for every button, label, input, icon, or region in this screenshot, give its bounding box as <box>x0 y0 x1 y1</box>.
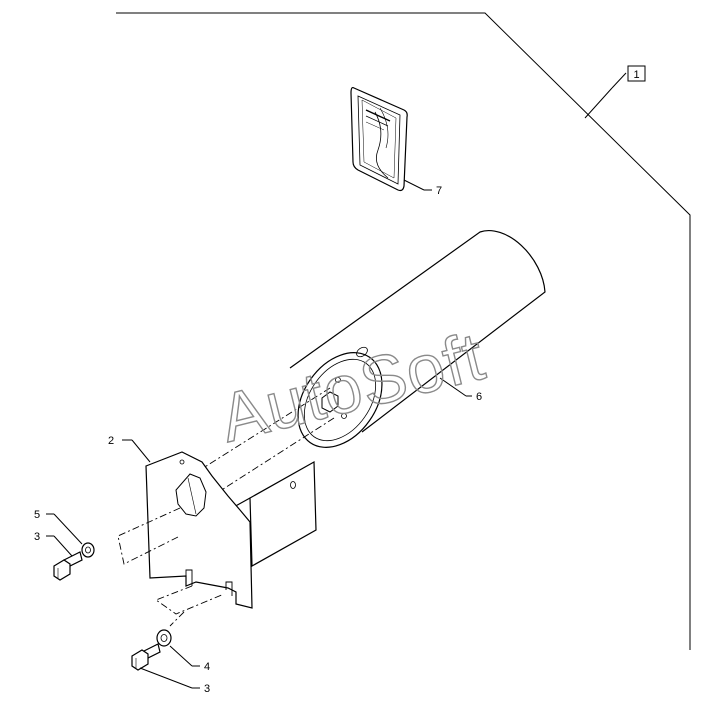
centerline-lower <box>205 417 335 501</box>
callout-3-upper[interactable]: 3 <box>34 531 73 557</box>
washer-part-4 <box>156 629 172 647</box>
fastener-guide-upper <box>117 507 181 565</box>
callout-1[interactable]: 1 <box>584 65 646 119</box>
svg-text:3: 3 <box>34 531 40 543</box>
callout-6[interactable]: 6 <box>439 377 482 403</box>
svg-text:3: 3 <box>204 683 210 695</box>
fastener-guide-drop <box>169 611 185 627</box>
svg-text:5: 5 <box>34 509 40 521</box>
svg-text:1: 1 <box>633 69 639 81</box>
assembly-boundary-line <box>116 12 691 650</box>
mounting-bracket-part-2 <box>145 451 317 609</box>
fastener-guide-lower <box>155 585 225 615</box>
callout-5[interactable]: 5 <box>34 509 83 545</box>
svg-text:7: 7 <box>436 185 442 197</box>
callout-4[interactable]: 4 <box>169 645 210 673</box>
centerline-upper <box>199 387 331 471</box>
bolt-part-3-lower <box>131 643 161 671</box>
bolt-part-3-upper <box>53 551 83 581</box>
callout-3-lower[interactable]: 3 <box>139 667 210 695</box>
callout-7[interactable]: 7 <box>403 179 442 197</box>
svg-text:2: 2 <box>108 435 114 447</box>
manual-pouch-part-7 <box>350 86 408 192</box>
svg-text:4: 4 <box>204 661 210 673</box>
svg-text:6: 6 <box>476 391 482 403</box>
callout-2[interactable]: 2 <box>108 435 151 463</box>
tube-part-6 <box>289 229 546 448</box>
washer-part-5 <box>81 542 95 558</box>
